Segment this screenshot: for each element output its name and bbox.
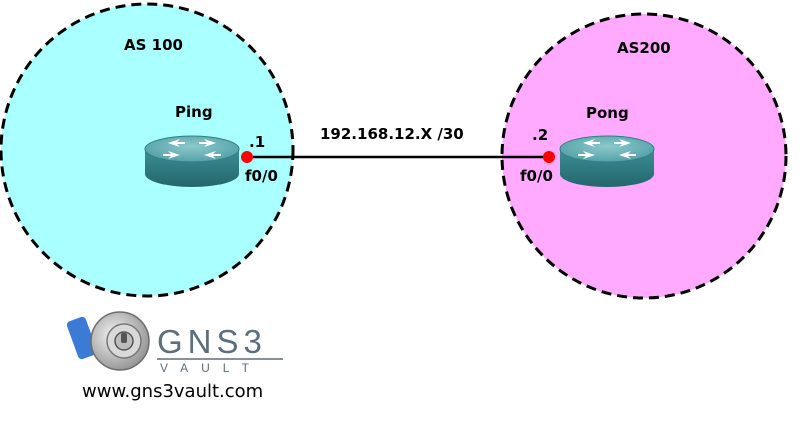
website-url[interactable]: www.gns3vault.com xyxy=(82,381,263,402)
pong-ip-suffix: .2 xyxy=(532,126,548,144)
pong-interface-dot[interactable] xyxy=(543,151,555,163)
router-arrows-icon xyxy=(163,139,221,159)
as-200-label: AS200 xyxy=(617,39,671,57)
ping-ip-suffix: .1 xyxy=(249,133,265,151)
router-pong[interactable]: Pong xyxy=(559,104,655,187)
pong-interface-label: f0/0 xyxy=(520,167,553,185)
router-ping[interactable]: Ping xyxy=(144,103,240,187)
router-arrows-icon xyxy=(578,139,636,159)
as-100-label: AS 100 xyxy=(124,36,183,54)
gns3-vault-logo: GNS3 VAULT xyxy=(66,311,283,375)
vault-disk-icon xyxy=(66,311,150,371)
gns3-logo-text: GNS3 xyxy=(157,323,267,360)
router-pong-name: Pong xyxy=(586,104,629,122)
vault-logo-text: VAULT xyxy=(160,361,262,375)
link: 192.168.12.X /30 xyxy=(247,125,549,159)
ping-interface-label: f0/0 xyxy=(245,167,278,185)
ping-interface-dot[interactable] xyxy=(241,151,253,163)
link-subnet-label: 192.168.12.X /30 xyxy=(320,125,464,143)
router-ping-name: Ping xyxy=(175,103,213,121)
